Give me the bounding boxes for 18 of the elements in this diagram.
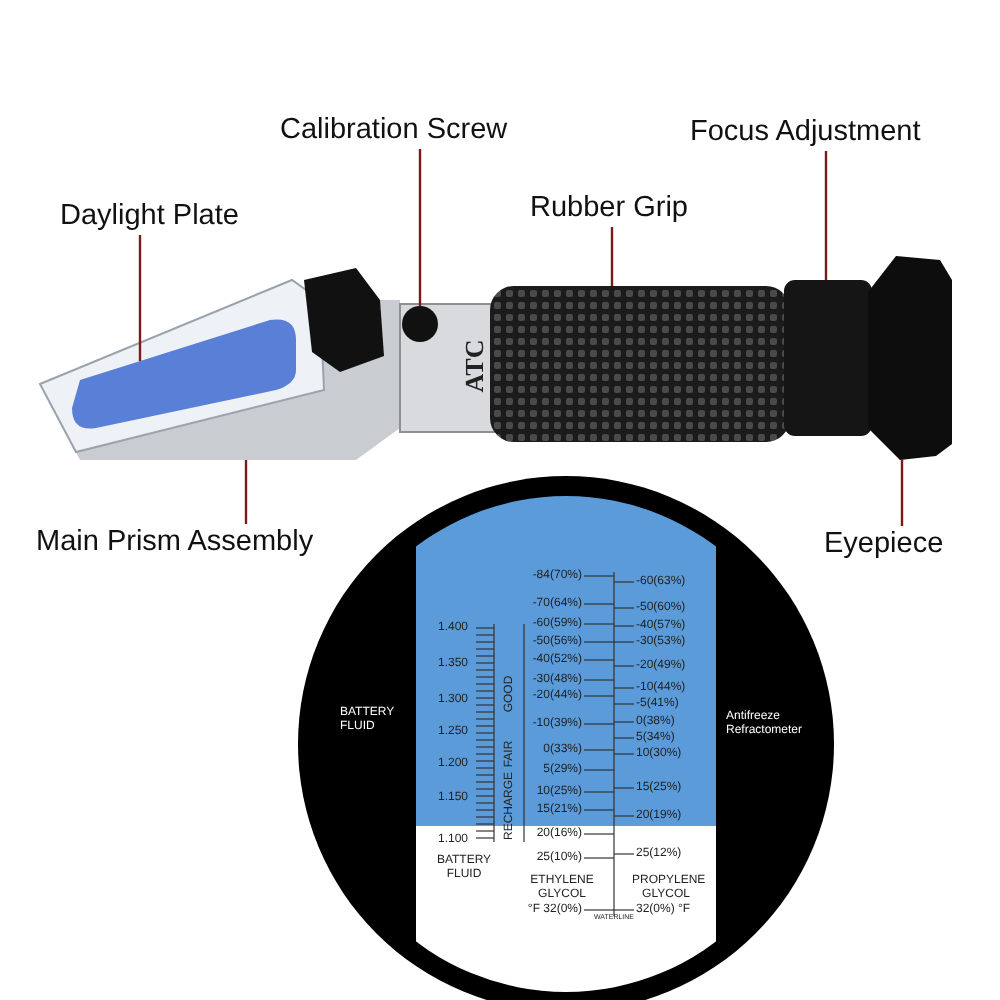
leader-line: [824, 151, 828, 280]
callout-label: Rubber Grip: [530, 194, 688, 223]
eyepiece: [868, 256, 952, 460]
callout-label: Focus Adjustment: [690, 118, 921, 147]
leader-line: [418, 149, 422, 306]
callout-label: Main Prism Assembly: [36, 528, 314, 557]
focus-ring: [784, 280, 872, 436]
callout-label: Eyepiece: [824, 530, 944, 559]
leader-line: [900, 459, 904, 526]
leader-line: [138, 235, 142, 361]
engraved-text: ATC: [461, 339, 487, 393]
leader-line: [610, 227, 614, 286]
daylight-plate: [72, 319, 296, 429]
rubber-grip: [490, 286, 790, 442]
calibration-screw: [402, 306, 438, 342]
leader-line: [244, 460, 248, 524]
callout-label: Calibration Screw: [280, 116, 508, 145]
callout-label: Daylight Plate: [60, 202, 239, 231]
